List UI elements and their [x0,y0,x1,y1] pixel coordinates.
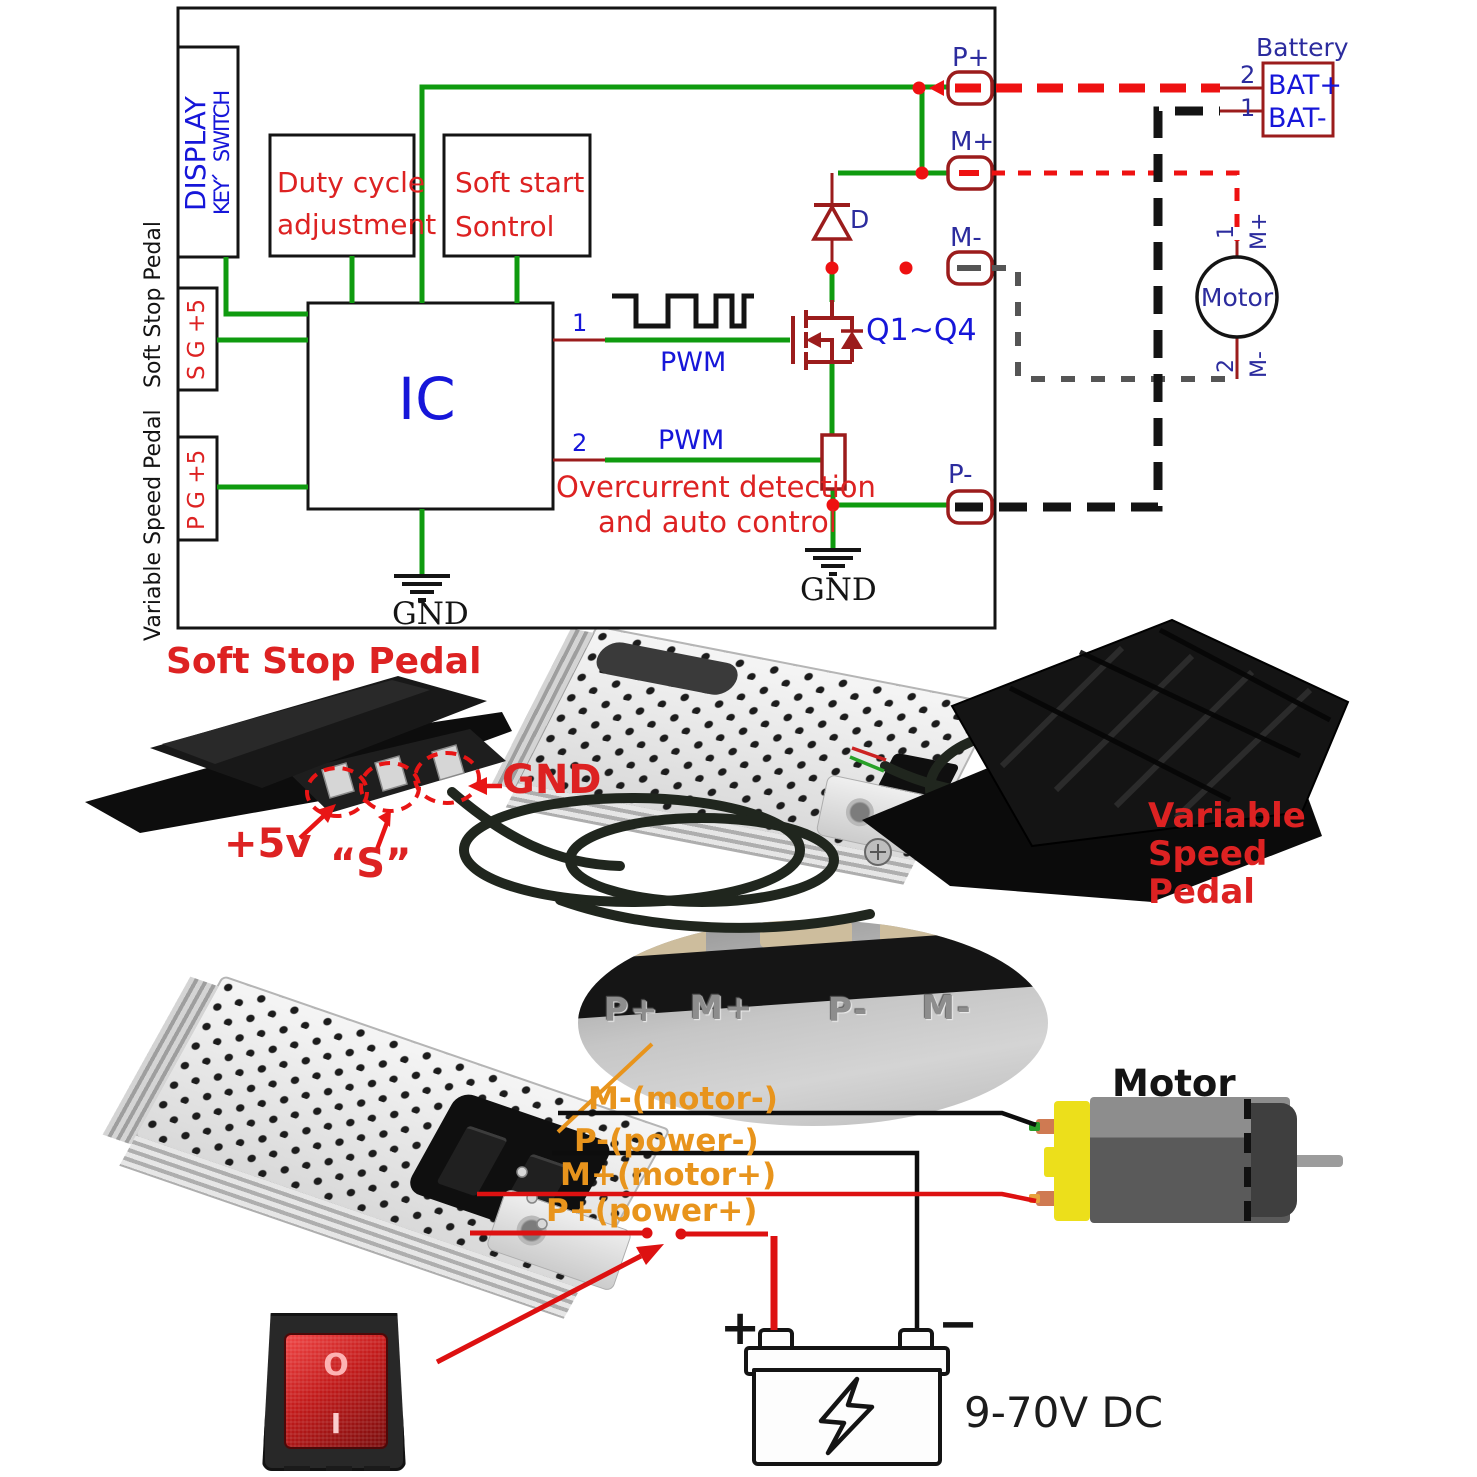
pwm-waveform-icon [612,293,754,329]
bat-plus-label: BAT+ [1268,70,1343,101]
motor-pin2-label: 2 [1214,359,1239,373]
pwm-label-2: PWM [658,425,725,456]
soft-stop-pedal-photo [85,676,512,833]
terminal-m-minus [946,250,994,286]
switch-tab [284,1466,311,1471]
ic-pin2-label: 2 [572,429,588,457]
bat-pin1-label: 1 [1240,94,1256,122]
wire-label-m-minus: M-(motor-) [588,1081,778,1117]
rocker-button: O I [284,1332,388,1450]
diode-symbol [811,203,853,241]
bat-pin2-label: 2 [1240,61,1256,89]
duty-cycle-label-line2: adjustment [277,208,437,241]
motor-yellow-tab [1044,1147,1060,1177]
ic-pin1-label: 1 [572,309,588,337]
ic-label: IC [398,365,456,433]
variable-speed-title-line3: Pedal [1148,872,1255,912]
terminal-label-m-plus: M+ [950,127,995,157]
terminal-label-p-plus: P+ [952,43,990,73]
voltage-label: 9-70V DC [964,1388,1164,1437]
terminal-p-plus [946,70,994,106]
stamp-p-plus: P+ [604,990,660,1029]
wire-arrow-icon [929,80,944,96]
motor-commutator-band [1244,1099,1251,1221]
wire-label-p-minus: P-(power-) [574,1123,759,1159]
duty-cycle-label-line1: Duty cycle [277,166,426,199]
gnd-pedal-label: GND [502,757,602,803]
sg5-connector-label: S G +5 [184,299,210,380]
switch-tab [364,1466,391,1471]
pedal-terminal-circles [305,751,481,818]
controller-left-fins [102,976,219,1145]
switch-off-mark: O [323,1348,349,1384]
switch-tab [325,1466,352,1471]
motor-terminal-bottom-tip [1029,1194,1040,1203]
stamp-m-minus: M- [922,988,973,1027]
switch-pointer-arrowhead-icon [636,1244,664,1265]
mosfet-symbol [791,300,863,370]
soft-stop-pedal-title: Soft Stop Pedal [166,641,482,682]
wire-label-p-plus: P+(power+) [546,1193,758,1229]
battery-title: Battery [1256,33,1349,62]
terminal-label-m-minus: M- [950,223,982,253]
switch-gap-dot [641,1227,653,1239]
terminal-m-plus [946,155,994,191]
pwm-label-1: PWM [660,347,727,378]
variable-speed-side-label: Variable Speed Pedal [141,409,166,641]
mosfet-label: Q1~Q4 [866,313,977,348]
variable-speed-title-line1: Variable [1148,796,1306,836]
m-plus-to-motor-wire [992,170,1240,241]
display-box-label-line1: DISPLAY [179,96,212,212]
soft-start-label-line1: Soft start [455,166,585,199]
motor-symbol-label: Motor [1200,283,1274,312]
mount-hole [913,810,947,844]
terminal-p-minus [946,489,994,525]
motor-shaft [1297,1155,1343,1167]
variable-speed-title-line2: Speed [1148,834,1268,874]
motor-m-plus-label: M+ [1247,212,1272,250]
wire-label-m-plus: M+(motor+) [560,1157,777,1193]
motor-photo-title: Motor [1112,1062,1236,1105]
switch-on-mark: I [330,1407,342,1441]
battery-body [752,1368,942,1466]
soft-stop-side-label: Soft Stop Pedal [141,221,166,389]
gnd-label-ic: GND [392,596,469,632]
controller-handle-slot [590,639,744,698]
bat-minus-label: BAT- [1268,103,1327,134]
motor-m-minus-label: M- [1247,351,1272,379]
motor-photo [1029,1095,1343,1230]
motor-end-cap [1251,1103,1297,1217]
power-rocker-switch-photo: O I [262,1313,406,1471]
junction-dots [825,80,944,512]
s-signal-label: “S” [330,841,412,887]
p-minus-to-bat-minus-wire [955,106,1220,512]
overcurrent-label-line1: Overcurrent detection [556,470,876,504]
motor-yellow-cap [1054,1101,1090,1221]
gnd-label-power: GND [800,572,877,608]
dark-red-wires [553,86,1263,462]
terminal-label-p-minus: P- [948,460,973,490]
pg5-connector-label: P G +5 [184,449,210,530]
motor-terminal-top-tip [1029,1122,1040,1131]
terminal-stud [436,1125,508,1197]
gnd-symbol-power [805,548,861,576]
display-box-label-line2: KEY、SWITCH [210,91,234,215]
switch-gap-dot [675,1228,687,1240]
motor-pin1-label: 1 [1214,225,1239,239]
soft-start-label-line2: Sontrol [455,210,555,243]
plus5v-label: +5v [224,821,312,867]
battery-minus-mark: − [938,1296,979,1352]
stamp-m-plus: M+ [690,988,755,1027]
mount-hole [843,795,877,829]
stamp-p-minus: P- [828,990,870,1029]
battery-plus-mark: + [720,1300,761,1356]
mount-hole [512,1211,551,1250]
diode-label: D [850,205,870,234]
overcurrent-label-line2: and auto control [598,505,837,539]
